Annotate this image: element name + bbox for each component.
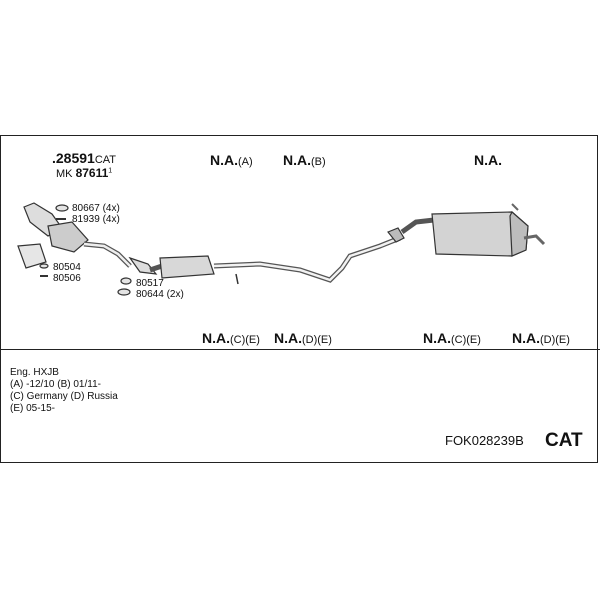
cat-badge: CAT bbox=[545, 430, 583, 451]
intermediate-pipe bbox=[213, 235, 401, 283]
part-80517: 80517 bbox=[136, 278, 164, 289]
gasket-80644-icon bbox=[117, 288, 131, 296]
part-80506: 80506 bbox=[53, 273, 81, 284]
flange-connector bbox=[128, 256, 158, 275]
gasket-80667-icon bbox=[55, 204, 69, 212]
na-label-d-e-1: N.A.(D)(E) bbox=[274, 330, 332, 346]
diagram-frame bbox=[0, 135, 598, 463]
na-label-b: N.A.(B) bbox=[283, 152, 326, 168]
na-label-a: N.A.(A) bbox=[210, 152, 253, 168]
heat-shield bbox=[17, 243, 47, 269]
na-label-d-e-2: N.A.(D)(E) bbox=[512, 330, 570, 346]
part-80644: 80644 (2x) bbox=[136, 289, 184, 300]
mk-part-label: MK 876111 bbox=[56, 166, 113, 180]
clamp-80517-icon bbox=[120, 277, 132, 285]
na-label-c-e-1: N.A.(C)(E) bbox=[202, 330, 260, 346]
engine-info-line: (C) Germany (D) Russia bbox=[10, 391, 118, 402]
tail-pipe bbox=[400, 217, 435, 235]
center-muffler bbox=[159, 255, 215, 279]
na-label-c-e-2: N.A.(C)(E) bbox=[423, 330, 481, 346]
hanger-icon bbox=[235, 273, 239, 285]
part-80504: 80504 bbox=[53, 262, 81, 273]
section-divider bbox=[0, 349, 600, 350]
catalytic-converter bbox=[47, 221, 89, 253]
main-part-label: .28591CAT bbox=[52, 150, 117, 166]
part-80667: 80667 (4x) bbox=[72, 203, 120, 214]
gasket-80504-icon bbox=[39, 263, 49, 269]
engine-info-line: (E) 05-15- bbox=[10, 403, 56, 414]
engine-info-line: (A) -12/10 (B) 01/11- bbox=[10, 379, 101, 390]
engine-info: Eng. HXJB (A) -12/10 (B) 01/11- (C) Germ… bbox=[10, 367, 118, 415]
part-81939: 81939 (4x) bbox=[72, 214, 120, 225]
na-label-plain: N.A. bbox=[474, 152, 502, 168]
engine-info-line: Eng. HXJB bbox=[10, 367, 59, 378]
kit-code: FOK028239B bbox=[445, 433, 524, 448]
center-pipe bbox=[149, 263, 163, 273]
